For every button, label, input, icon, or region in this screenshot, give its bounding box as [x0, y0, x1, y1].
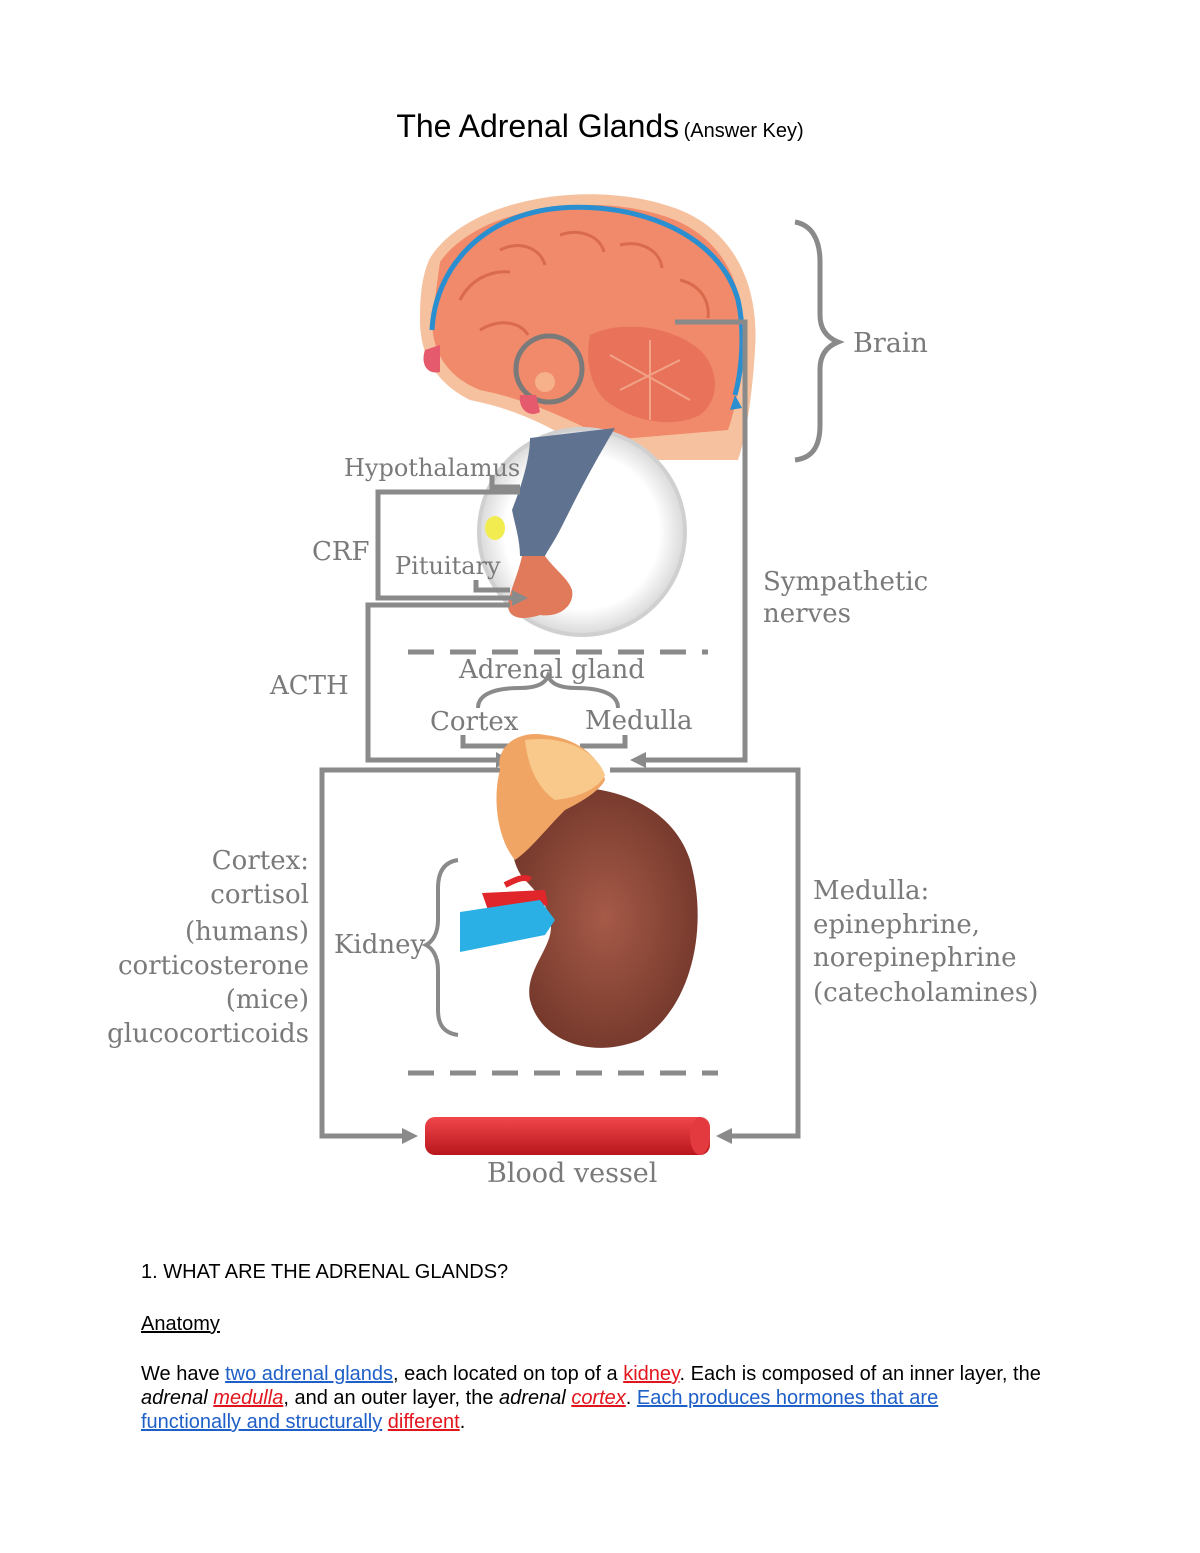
medulla-hormone-line: (catecholamines)	[813, 978, 1038, 1008]
text-run: , each located on top of a	[393, 1363, 624, 1385]
label-brain: Brain	[853, 328, 928, 359]
pathway-arrows	[319, 319, 801, 1139]
label-sympathetic-2: nerves	[763, 599, 851, 629]
answer-different: different	[387, 1411, 460, 1433]
answer-two-adrenal-glands: two adrenal glands	[225, 1363, 394, 1385]
label-acth: ACTH	[269, 671, 349, 701]
answer-medulla: medulla	[213, 1387, 284, 1409]
kidney-illustration	[460, 734, 698, 1048]
medulla-hormones: Medulla: epinephrine, norepinephrine (ca…	[813, 876, 1038, 1008]
medulla-hormone-line: Medulla:	[813, 876, 929, 906]
text-run: .	[459, 1411, 466, 1433]
label-sympathetic-1: Sympathetic	[763, 567, 928, 597]
question-number: 1.	[141, 1261, 158, 1283]
title-subtitle: (Answer Key)	[683, 120, 804, 142]
question-text: WHAT ARE THE ADRENAL GLANDS?	[163, 1261, 509, 1283]
text-run: We have	[141, 1363, 226, 1385]
pituitary-spot	[485, 516, 505, 540]
term-adrenal: adrenal	[499, 1387, 566, 1409]
title-main: The Adrenal Glands	[396, 108, 680, 144]
cortex-hormones: Cortex: cortisol (humans) corticosterone…	[107, 846, 309, 1049]
text-run: .	[625, 1387, 637, 1409]
question-heading: 1. WHAT ARE THE ADRENAL GLANDS?	[141, 1261, 508, 1284]
brain-brace	[794, 219, 845, 463]
cortex-hormone-line: (mice)	[226, 985, 309, 1015]
hypothalamus-stalk	[512, 428, 615, 556]
brain-illustration	[420, 194, 756, 460]
label-pituitary: Pituitary	[395, 552, 501, 580]
cortex-hormone-line: corticosterone	[118, 951, 309, 981]
section-heading: Anatomy	[141, 1313, 220, 1335]
kidney-brace	[421, 858, 459, 1037]
term-adrenal: adrenal	[141, 1387, 208, 1409]
answer-paragraph: We have two adrenal glands, each located…	[141, 1362, 1041, 1434]
page-title: The Adrenal Glands (Answer Key)	[0, 108, 1200, 145]
label-crf: CRF	[312, 537, 370, 567]
label-kidney: Kidney	[334, 930, 426, 960]
label-cortex: Cortex	[430, 707, 519, 737]
answer-cortex: cortex	[571, 1387, 626, 1409]
answer-each-produces: Each produces hormones that are function…	[141, 1387, 939, 1433]
cortex-hormone-line: Cortex:	[212, 846, 309, 876]
medulla-hormone-line: epinephrine,	[813, 910, 980, 940]
text-run: . Each is composed of an inner layer, th…	[679, 1363, 1041, 1385]
cortex-hormone-line: cortisol	[210, 880, 309, 910]
adrenal-diagram: Brain Hypothalamus CRF Pituitary Sympath…	[107, 194, 1038, 1189]
adrenal-brace	[476, 670, 620, 709]
answer-kidney: kidney	[623, 1363, 680, 1385]
pituitary-gland	[508, 556, 573, 618]
cortex-hormone-line: glucocorticoids	[107, 1019, 309, 1049]
medulla-hormone-line: norepinephrine	[813, 943, 1017, 973]
cortex-hormone-line: (humans)	[185, 917, 309, 947]
blood-vessel-illustration	[425, 1117, 710, 1155]
text-run: , and an outer layer, the	[283, 1387, 500, 1409]
label-blood-vessel: Blood vessel	[487, 1158, 657, 1189]
label-medulla: Medulla	[585, 706, 693, 736]
